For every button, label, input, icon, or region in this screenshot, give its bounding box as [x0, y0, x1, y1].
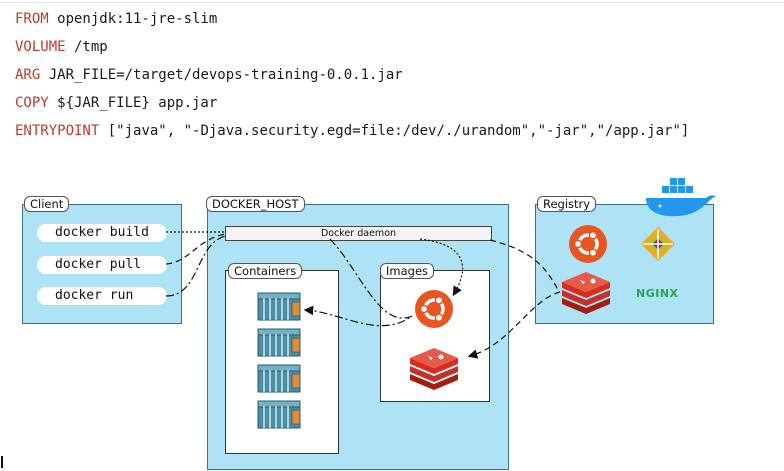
- nginx-logo: NGINX: [636, 287, 679, 300]
- daemon-to-registry-line: [489, 239, 559, 291]
- run-to-container-arrow: [303, 238, 413, 327]
- edge-mark: [1, 456, 3, 468]
- containers-title: Containers: [228, 263, 303, 279]
- code-line-copy: COPY ${JAR_FILE} app.jar: [15, 95, 218, 111]
- pull-arrow: [165, 233, 226, 265]
- docker-build-command: docker build: [37, 224, 167, 242]
- docker-host-title: DOCKER_HOST: [206, 196, 305, 212]
- docker-whale-icon: [646, 178, 716, 217]
- docker-daemon: Docker daemon: [225, 226, 492, 241]
- centos-icon: [641, 227, 675, 261]
- docker-pull-command: docker pull: [37, 256, 167, 274]
- registry-title: Registry: [537, 196, 597, 212]
- code-line-volume: VOLUME /tmp: [15, 39, 108, 55]
- container-icon: [257, 328, 301, 357]
- docker-run-command: docker run: [37, 287, 167, 305]
- client-panel: docker build docker pull docker run: [22, 204, 182, 324]
- container-icon: [257, 400, 301, 429]
- registry-to-image-arrow: [467, 291, 561, 359]
- redis-icon: [410, 348, 458, 390]
- code-line-from: FROM openjdk:11-jre-slim: [15, 11, 218, 27]
- run-arrow: [165, 235, 226, 297]
- top-border: [0, 2, 784, 3]
- container-icon: [257, 292, 301, 321]
- ubuntu-icon: [567, 223, 609, 265]
- code-line-arg: ARG JAR_FILE=/target/devops-training-0.0…: [15, 67, 403, 83]
- container-icon: [257, 364, 301, 393]
- ubuntu-icon: [413, 288, 455, 330]
- client-title: Client: [24, 196, 70, 212]
- code-line-entrypoint: ENTRYPOINT ["java", "-Djava.security.egd…: [15, 123, 690, 139]
- redis-icon: [562, 272, 610, 314]
- images-title: Images: [380, 263, 435, 279]
- dockerfile-code: FROM openjdk:11-jre-slim VOLUME /tmp ARG…: [0, 0, 784, 160]
- daemon-to-image-arrow: [419, 238, 464, 297]
